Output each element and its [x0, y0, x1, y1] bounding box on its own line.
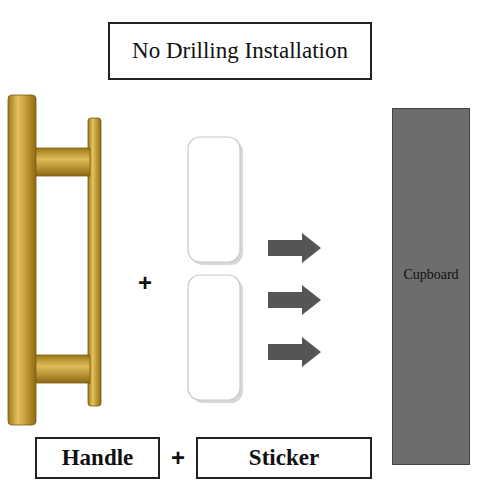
cupboard-label: Cupboard — [403, 267, 458, 283]
sticker-box: Sticker — [196, 437, 372, 479]
handle-drawing — [8, 95, 101, 425]
title-box: No Drilling Installation — [108, 22, 372, 80]
sticker-drawing — [188, 137, 243, 403]
arrow-symbol — [268, 233, 321, 367]
sticker-label: Sticker — [249, 445, 319, 471]
cupboard-panel: Cupboard — [392, 108, 470, 465]
plus-sign: + — [138, 269, 152, 297]
plus-sign: + — [171, 444, 185, 472]
title-text: No Drilling Installation — [132, 38, 348, 64]
handle-box: Handle — [35, 437, 160, 479]
handle-label: Handle — [62, 445, 134, 471]
